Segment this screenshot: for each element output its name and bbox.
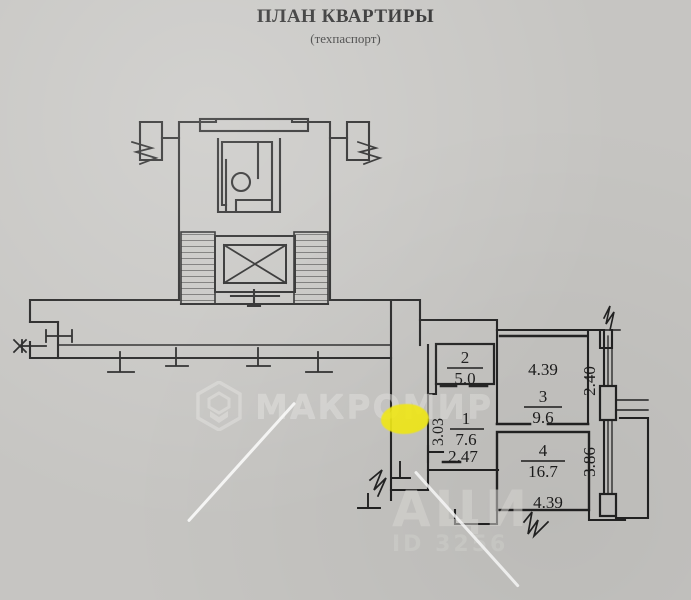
room-1-area: 7.6	[455, 430, 476, 449]
room-3-walls	[495, 328, 590, 426]
room-1-height: 3.03	[430, 418, 447, 446]
room-3-number: 3	[539, 387, 548, 406]
room-2-number: 2	[461, 348, 470, 367]
room-2-area: 5.0	[454, 369, 475, 388]
page-title: ПЛАН КВАРТИРЫ	[256, 6, 435, 27]
apartment-outline	[328, 298, 606, 502]
room-1-width: 2.47	[448, 447, 478, 466]
room-3-area: 9.6	[532, 408, 553, 427]
section-break-marks	[12, 140, 550, 539]
room-3-width: 4.39	[528, 360, 558, 379]
room-1-walls	[389, 343, 500, 492]
room-3-height: 2.40	[580, 366, 599, 396]
hall-doors	[357, 461, 411, 509]
room-2-walls	[434, 342, 496, 388]
stair-flights	[179, 231, 330, 308]
room-4-width: 4.39	[533, 493, 563, 512]
stairwell-block	[138, 117, 371, 302]
page-subtitle: (техпаспорт)	[310, 31, 381, 46]
room-4-number: 4	[539, 441, 548, 460]
corridor-doors	[21, 329, 333, 373]
balcony	[595, 305, 650, 520]
room-4-area: 16.7	[528, 462, 558, 481]
corridor	[28, 298, 393, 360]
room-1-number: 1	[462, 409, 471, 428]
room-4-height: 3.86	[580, 447, 599, 477]
